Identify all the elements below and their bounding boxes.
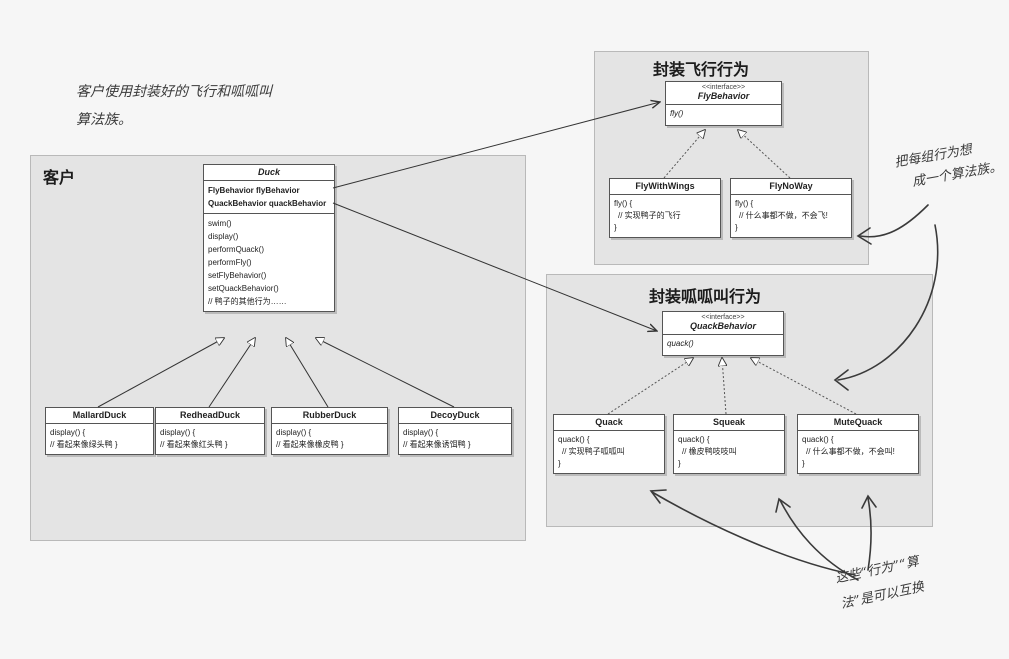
impl-name: FlyNoWay xyxy=(769,181,813,191)
note-client-uses-algorithms: 客户使用封装好的飞行和呱呱叫 算法族。 xyxy=(76,78,272,134)
impl-code: // 橡皮鸭吱吱叫 xyxy=(682,447,737,456)
realize-fly-no-way xyxy=(738,130,791,179)
interface-method: quack() xyxy=(667,339,694,348)
inherit-decoy xyxy=(316,338,455,408)
impl-code: } xyxy=(558,459,561,468)
interface-stereotype: <<interface>> xyxy=(701,84,746,91)
redhead-duck-class-box: RedheadDuck display() { // 看起来像红头鸭 } xyxy=(155,407,265,455)
fly-panel-title: 封装飞行行为 xyxy=(653,60,750,79)
note-line: 算法族。 xyxy=(76,112,132,128)
subclass-code: // 看起来像诱饵鸭 } xyxy=(403,440,471,449)
duck-method: setQuackBehavior() xyxy=(208,284,279,293)
quack-realization-lines xyxy=(607,358,857,415)
hand-arrow-to-fly-panel-head xyxy=(856,227,872,245)
duck-method: display() xyxy=(208,232,239,241)
hand-arrow-to-mute-quack-box xyxy=(867,497,872,571)
squeak-class-box: Squeak quack() { // 橡皮鸭吱吱叫 } xyxy=(673,414,785,474)
client-panel-title: 客户 xyxy=(43,168,76,187)
inherit-redhead xyxy=(208,338,255,408)
quack-behavior-interface-box: <<interface>> QuackBehavior quack() xyxy=(662,311,784,356)
impl-name: MuteQuack xyxy=(833,417,883,427)
inherit-rubber xyxy=(286,338,329,408)
hand-arrow-to-quack-panel-head xyxy=(833,369,849,391)
inheritance-lines xyxy=(97,338,455,408)
duck-class-box: Duck FlyBehavior flyBehavior QuackBehavi… xyxy=(203,164,335,312)
hand-drawn-arrows xyxy=(649,204,939,581)
fly-realization-lines xyxy=(663,130,791,179)
realize-quack xyxy=(607,358,693,415)
impl-code: // 实现鸭子的飞行 xyxy=(618,211,681,220)
impl-code: } xyxy=(678,459,681,468)
fly-with-wings-class-box: FlyWithWings fly() { // 实现鸭子的飞行 } xyxy=(609,178,721,238)
impl-name: Squeak xyxy=(712,417,745,427)
note-line: 客户使用封装好的飞行和呱呱叫 xyxy=(76,84,272,100)
interface-stereotype: <<interface>> xyxy=(701,314,745,321)
hand-arrow-to-squeak-box-head xyxy=(775,497,791,513)
impl-code: // 什么事都不做，不会飞! xyxy=(739,211,828,220)
hand-arrow-to-quack-panel xyxy=(837,224,939,381)
subclass-code: display() { xyxy=(50,428,86,437)
realize-fly-with-wings xyxy=(663,130,705,179)
impl-code: } xyxy=(802,459,805,468)
impl-code: // 什么事都不做，不会叫! xyxy=(806,447,895,456)
realize-squeak xyxy=(722,358,726,415)
subclass-code: // 看起来像橡皮鸭 } xyxy=(276,440,344,449)
impl-code: quack() { xyxy=(558,435,590,444)
subclass-name: MallardDuck xyxy=(72,410,127,420)
hand-arrow-to-squeak-box xyxy=(779,499,859,581)
realize-mute-quack xyxy=(751,358,857,415)
interface-method: fly() xyxy=(670,109,684,118)
subclass-name: RedheadDuck xyxy=(179,410,241,420)
duck-method: performQuack() xyxy=(208,245,265,254)
mute-quack-class-box: MuteQuack quack() { // 什么事都不做，不会叫! } xyxy=(797,414,919,474)
impl-code: // 实现鸭子呱呱叫 xyxy=(562,447,625,456)
interface-name: QuackBehavior xyxy=(689,321,757,331)
subclass-name: DecoyDuck xyxy=(430,410,480,420)
impl-code: fly() { xyxy=(735,199,754,208)
duck-method: performFly() xyxy=(208,258,252,267)
hand-arrow-to-mute-quack-box-head xyxy=(861,494,877,509)
impl-code: quack() { xyxy=(802,435,834,444)
impl-code: } xyxy=(735,223,738,232)
impl-code: fly() { xyxy=(614,199,633,208)
duck-method: // 鸭子的其他行为…… xyxy=(208,297,287,306)
decoy-duck-class-box: DecoyDuck display() { // 看起来像诱饵鸭 } xyxy=(398,407,512,455)
subclass-code: display() { xyxy=(160,428,196,437)
hand-arrow-to-quack-box-head xyxy=(649,489,667,504)
impl-code: } xyxy=(614,223,617,232)
subclass-code: display() { xyxy=(403,428,439,437)
subclass-code: // 看起来像绿头鸭 } xyxy=(50,440,118,449)
has-a-quack-behavior-arrow xyxy=(332,202,657,331)
quack-panel-title: 封装呱呱叫行为 xyxy=(649,287,762,306)
hand-arrow-to-fly-panel xyxy=(859,204,929,238)
fly-no-way-class-box: FlyNoWay fly() { // 什么事都不做，不会飞! } xyxy=(730,178,852,238)
impl-code: quack() { xyxy=(678,435,710,444)
quack-class-box: Quack quack() { // 实现鸭子呱呱叫 } xyxy=(553,414,665,474)
impl-name: FlyWithWings xyxy=(635,181,695,191)
duck-method: swim() xyxy=(208,219,232,228)
inherit-mallard xyxy=(97,338,224,408)
subclass-name: RubberDuck xyxy=(302,410,357,420)
has-a-fly-behavior-arrow xyxy=(332,102,660,189)
impl-name: Quack xyxy=(595,417,623,427)
hand-arrow-to-quack-box xyxy=(651,491,856,576)
interface-name: FlyBehavior xyxy=(697,91,750,101)
subclass-code: // 看起来像红头鸭 } xyxy=(160,440,228,449)
subclass-code: display() { xyxy=(276,428,312,437)
duck-field: QuackBehavior quackBehavior xyxy=(208,199,327,208)
mallard-duck-class-box: MallardDuck display() { // 看起来像绿头鸭 } xyxy=(45,407,154,455)
duck-field: FlyBehavior flyBehavior xyxy=(208,186,300,195)
duck-class-name: Duck xyxy=(257,167,280,177)
rubber-duck-class-box: RubberDuck display() { // 看起来像橡皮鸭 } xyxy=(271,407,388,455)
duck-method: setFlyBehavior() xyxy=(208,271,267,280)
fly-behavior-interface-box: <<interface>> FlyBehavior fly() xyxy=(665,81,782,126)
